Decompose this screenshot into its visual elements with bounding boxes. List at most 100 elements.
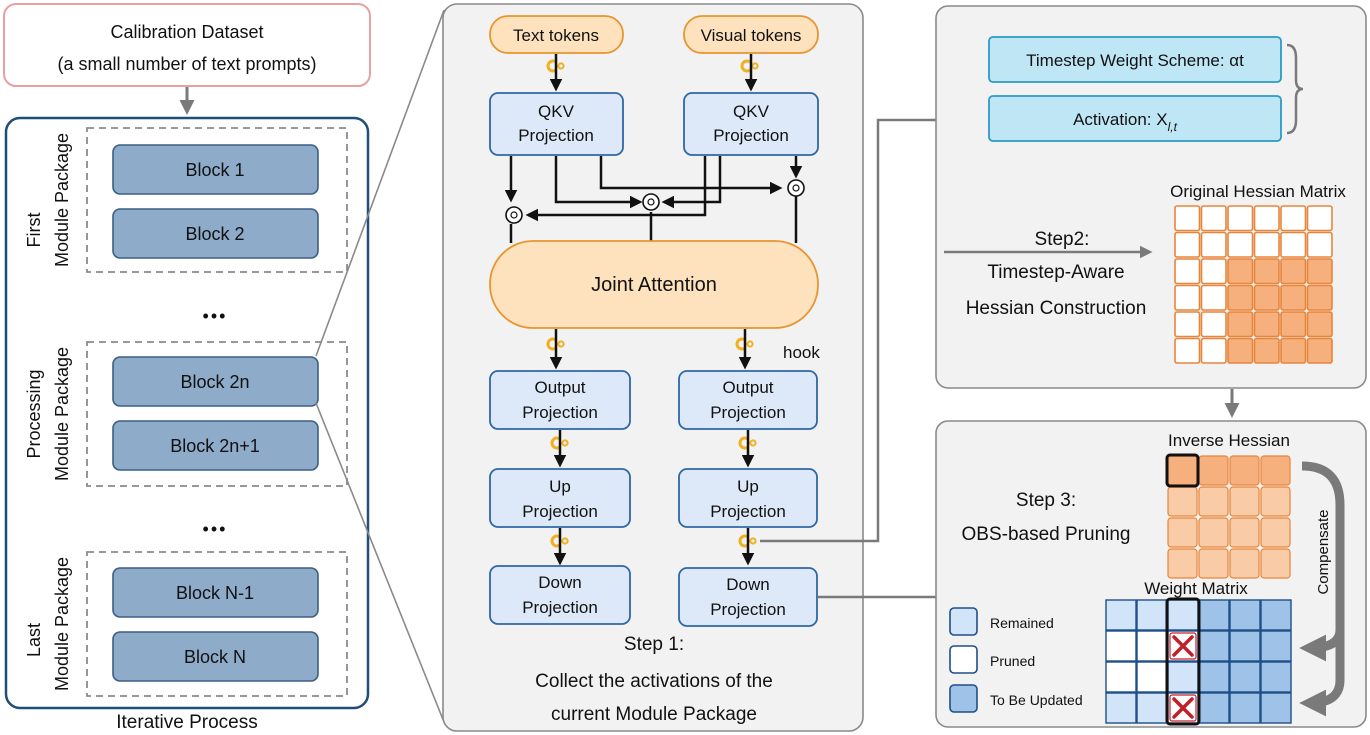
hessian-cell xyxy=(1280,231,1307,258)
down-projection-left xyxy=(489,565,631,625)
qkv-right-line1: QKV xyxy=(733,102,770,121)
weight-matrix-label: Weight Matrix xyxy=(1144,579,1248,598)
up-projection-left xyxy=(489,468,631,528)
output-projection-left xyxy=(489,370,631,430)
hessian-cell xyxy=(1227,258,1254,285)
weight-cell xyxy=(1198,661,1230,693)
hessian-cell xyxy=(1200,231,1227,258)
weight-cell xyxy=(1260,661,1292,693)
dot-product-nodes xyxy=(505,179,805,224)
hessian-cell xyxy=(1174,284,1201,311)
hessian-cell xyxy=(1174,337,1201,364)
inverse-hessian-cell xyxy=(1260,486,1291,517)
calibration-title: Calibration Dataset xyxy=(110,22,263,42)
inverse-hessian-cell xyxy=(1198,517,1229,548)
weight-cell xyxy=(1105,599,1137,631)
hessian-cell xyxy=(1280,284,1307,311)
compensate-label: Compensate xyxy=(1315,509,1332,594)
weight-cell xyxy=(1136,599,1168,631)
activation-label: Activation: Xl,t xyxy=(1073,110,1178,134)
weight-cell xyxy=(1260,692,1292,724)
hessian-cell xyxy=(1253,337,1280,364)
inverse-hessian-cell xyxy=(1229,517,1260,548)
pruned-cross-box xyxy=(1169,632,1197,660)
down-left-line1: Down xyxy=(538,573,581,592)
hessian-cell xyxy=(1306,258,1333,285)
hessian-cell xyxy=(1227,205,1254,232)
qkv-left-line2: Projection xyxy=(518,126,594,145)
zoom-line-bottom xyxy=(315,402,445,723)
hessian-cell xyxy=(1253,258,1280,285)
block-n-label: Block N xyxy=(184,647,246,667)
original-hessian-matrix xyxy=(1174,205,1333,364)
activation-subscript: l,t xyxy=(1168,120,1178,134)
block-2n-plus-1 xyxy=(112,420,319,471)
legend-swatch-to-be-updated xyxy=(949,684,978,713)
qkv-routing-lines xyxy=(504,156,803,243)
hessian-cell xyxy=(1253,284,1280,311)
first-package-line2: Module Package xyxy=(52,133,72,267)
hessian-cell xyxy=(1200,337,1227,364)
iterative-process-label: Iterative Process xyxy=(116,712,258,733)
output-right-line1: Output xyxy=(722,378,773,397)
last-module-package: Last Module Package Block N-1 Block N xyxy=(24,551,348,697)
qkv-projection-left xyxy=(489,92,624,156)
weight-cell xyxy=(1136,692,1168,724)
block-n xyxy=(112,631,319,682)
down-right-line2: Projection xyxy=(710,600,786,619)
qkv-left-line1: QKV xyxy=(538,102,575,121)
selected-column-outline xyxy=(1165,597,1201,726)
weight-matrix xyxy=(1105,597,1292,726)
output-right-line2: Projection xyxy=(710,403,786,422)
hessian-cell xyxy=(1306,231,1333,258)
down-left-line2: Projection xyxy=(522,598,598,617)
inverse-hessian-cell xyxy=(1167,455,1198,486)
qkv-projection-right xyxy=(683,92,819,156)
weight-cell xyxy=(1229,692,1261,724)
hessian-cell xyxy=(1280,337,1307,364)
down-projection-right xyxy=(678,567,818,627)
hessian-cell xyxy=(1174,311,1201,338)
activation-box xyxy=(988,95,1282,142)
brace-icon xyxy=(1286,43,1304,135)
weight-cell xyxy=(1229,599,1261,631)
inverse-hessian-cell xyxy=(1167,517,1198,548)
block-2n xyxy=(112,356,319,407)
legend-pruned: Pruned xyxy=(990,653,1035,669)
legend-remained: Remained xyxy=(990,615,1054,631)
inverse-hessian-cell xyxy=(1229,548,1260,579)
weight-cell xyxy=(1198,599,1230,631)
block-1 xyxy=(112,144,319,195)
inverse-hessian-cell xyxy=(1260,455,1291,486)
hessian-cell xyxy=(1227,337,1254,364)
step2-title: Step2: xyxy=(1035,229,1090,250)
inverse-hessian-cell xyxy=(1198,455,1229,486)
activation-text: Activation: X xyxy=(1073,110,1168,129)
weight-cell xyxy=(1229,630,1261,662)
hessian-cell xyxy=(1200,258,1227,285)
step2-line2: Timestep-Aware xyxy=(987,262,1124,283)
inverse-hessian-cell xyxy=(1229,455,1260,486)
text-tokens-label: Text tokens xyxy=(513,26,599,45)
hessian-cell xyxy=(1174,258,1201,285)
legend: Remained Pruned To Be Updated xyxy=(949,607,1083,713)
inverse-hessian-cell xyxy=(1260,548,1291,579)
inverse-hessian-label: Inverse Hessian xyxy=(1168,431,1290,450)
step3-title: Step 3: xyxy=(1016,490,1076,511)
pruned-cross-box xyxy=(1169,694,1197,722)
weight-cell xyxy=(1198,630,1230,662)
hessian-cell xyxy=(1253,311,1280,338)
output-left-line2: Projection xyxy=(522,403,598,422)
first-package-line1: First xyxy=(24,213,44,248)
weight-cell xyxy=(1167,599,1199,631)
weight-cell xyxy=(1229,661,1261,693)
output-left-line1: Output xyxy=(534,378,585,397)
inverse-hessian-cell xyxy=(1198,486,1229,517)
inverse-hessian-matrix xyxy=(1165,453,1291,579)
calibration-dataset-box: Calibration Dataset (a small number of t… xyxy=(3,3,371,87)
processing-package-line2: Module Package xyxy=(52,347,72,481)
selected-cell-outline xyxy=(1165,453,1200,488)
up-projection-right xyxy=(678,468,818,528)
hessian-cell xyxy=(1280,311,1307,338)
